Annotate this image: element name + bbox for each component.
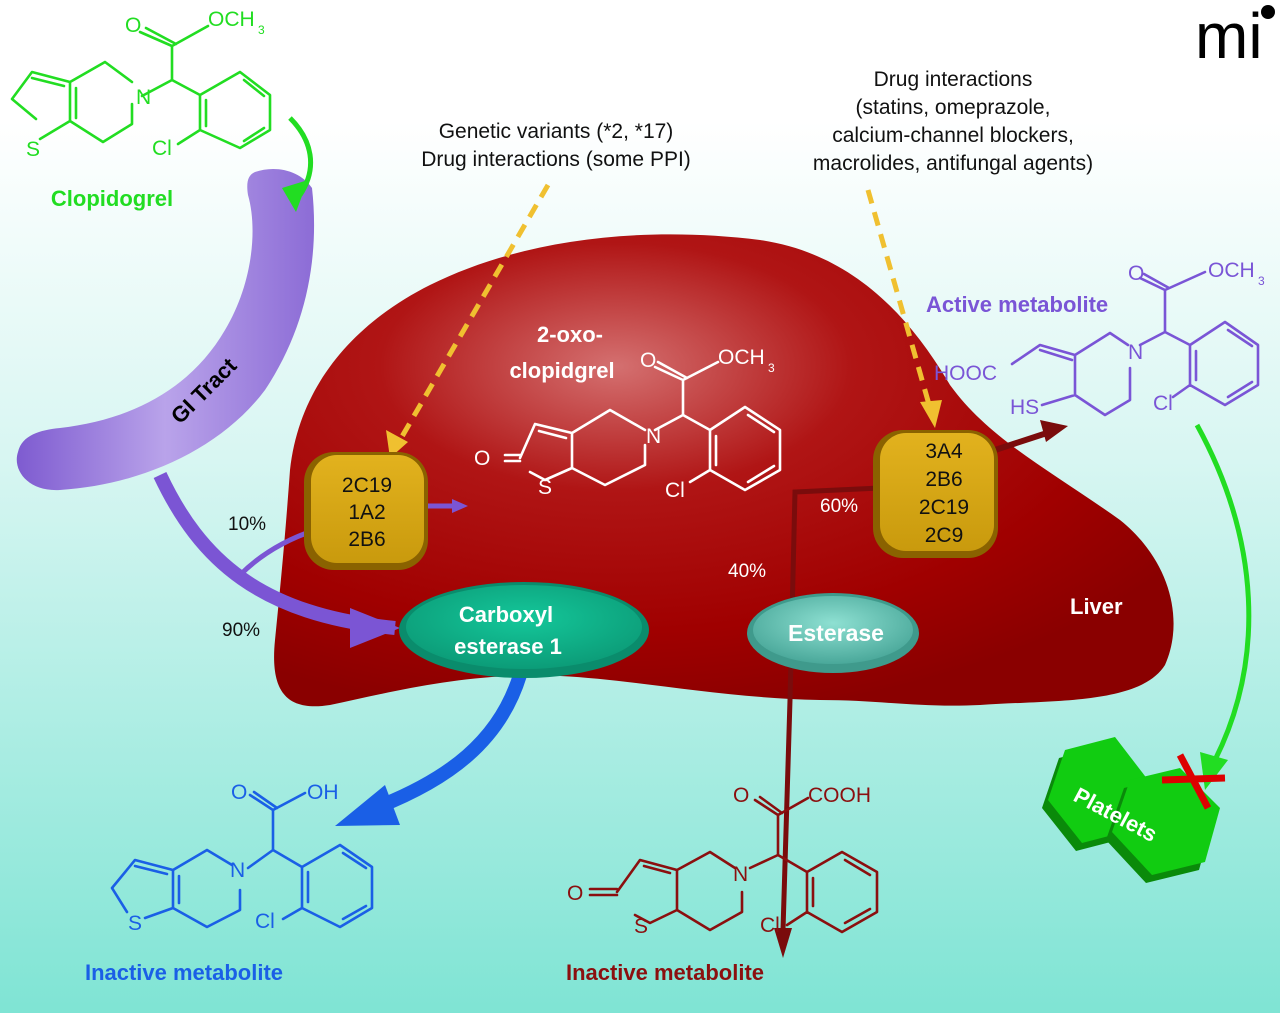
logo-dot-icon — [1261, 5, 1275, 19]
note-line: calcium-channel blockers, — [832, 124, 1074, 147]
liver-label: Liver — [1070, 594, 1123, 619]
active-to-platelets-arrow — [1194, 423, 1252, 762]
atom-label: O — [231, 781, 247, 804]
atom-label: Cl — [152, 137, 172, 160]
atom-label: N — [136, 86, 151, 109]
enzyme-label: 2C9 — [925, 524, 964, 547]
logo-text: mi — [1195, 0, 1263, 72]
atom-label: O — [733, 784, 749, 807]
flow-to-inactive2-arrowhead — [774, 928, 792, 958]
intermediate-label: 2-oxo- — [537, 322, 603, 347]
cyp3a4-modifier-arrow — [865, 189, 933, 409]
clopidogrel-structure: N S Cl O OCH 3 — [10, 8, 272, 161]
intermediate-structure: N O S Cl O OCH 3 — [474, 346, 782, 502]
ces1-label-line: Carboxyl — [459, 602, 553, 627]
atom-label: HOOC — [934, 362, 997, 385]
esterase-label: Esterase — [788, 620, 884, 646]
flow-ces1-to-inactive1 — [367, 672, 527, 817]
atom-label: COOH — [808, 784, 871, 807]
flow-to-ces1-arrowhead — [350, 608, 400, 648]
atom-label: N — [733, 863, 748, 886]
atom-label: S — [128, 912, 142, 935]
atom-label: O — [125, 14, 141, 37]
cyp3a4-modifier-arrowhead — [920, 400, 942, 428]
atom-label: N — [1128, 341, 1143, 364]
logo: mi — [1195, 0, 1275, 72]
flow-to-active — [994, 429, 1051, 453]
enzyme-label: 2B6 — [925, 468, 962, 491]
note-line: Genetic variants (*2, *17) — [439, 120, 674, 143]
atom-label: O — [474, 447, 490, 470]
pct-to-esterase: 40% — [728, 561, 766, 582]
active-metabolite-label: Active metabolite — [926, 292, 1108, 317]
atom-label: Cl — [665, 479, 685, 502]
atom-label: OCH — [1208, 259, 1255, 282]
atom-label: S — [538, 476, 552, 499]
enzyme-label: 1A2 — [348, 501, 385, 524]
active-to-platelets-arrowhead — [1200, 752, 1228, 790]
cyp3a4-note: Drug interactions (statins, omeprazole, … — [813, 68, 1093, 175]
carboxyl-esterase-1: Carboxyl esterase 1 — [399, 582, 649, 678]
flow-ces1-to-inactive1-arrowhead — [335, 785, 400, 826]
atom-label: Cl — [255, 910, 275, 933]
intermediate-label: clopidgrel — [509, 358, 614, 383]
gi-tract — [16, 168, 315, 491]
note-line: (statins, omeprazole, — [856, 96, 1051, 119]
enzyme-label: 3A4 — [925, 440, 963, 463]
flow-to-esterase — [780, 485, 881, 931]
enzyme-label: 2C19 — [342, 474, 392, 497]
inactive-metabolite-1-label: Inactive metabolite — [85, 960, 283, 985]
active-metabolite-structure: N HOOC HS Cl O OCH 3 — [934, 259, 1265, 419]
atom-label: S — [634, 915, 648, 938]
atom-label: S — [26, 138, 40, 161]
atom-subscript: 3 — [768, 361, 775, 375]
pct-to-active: 60% — [820, 496, 858, 517]
pct-to-cyp: 10% — [228, 514, 266, 535]
pct-to-ces1: 90% — [222, 620, 260, 641]
atom-label: O — [640, 349, 656, 372]
inactive-metabolite-1-structure: N S Cl O OH — [110, 781, 374, 935]
esterase: Esterase — [747, 593, 919, 673]
atom-subscript: 3 — [258, 23, 265, 37]
enzyme-box-cyp-step1: 2C19 1A2 2B6 — [304, 452, 428, 570]
enzyme-box-cyp-step2: 3A4 2B6 2C19 2C9 — [873, 430, 998, 558]
atom-label: N — [230, 859, 245, 882]
platelets: Platelets — [1042, 737, 1226, 883]
atom-label: O — [1128, 262, 1144, 285]
atom-label: HS — [1010, 396, 1039, 419]
cyp2c19-modifier-arrow — [397, 183, 551, 442]
inactive-metabolite-2-label: Inactive metabolite — [566, 960, 764, 985]
enzyme-label: 2C19 — [919, 496, 969, 519]
atom-label: OCH — [208, 8, 255, 31]
inhibition-x-icon — [1161, 753, 1226, 810]
absorption-arrowhead — [282, 180, 308, 212]
atom-label: OCH — [718, 346, 765, 369]
note-line: macrolides, antifungal agents) — [813, 152, 1093, 175]
atom-subscript: 3 — [1258, 274, 1265, 288]
ces1-label-line: esterase 1 — [454, 634, 562, 659]
enzyme-label: 2B6 — [348, 528, 385, 551]
flow-to-active-arrowhead — [1040, 420, 1068, 442]
atom-label: OH — [307, 781, 339, 804]
cyp2c19-note: Genetic variants (*2, *17) Drug interact… — [421, 120, 691, 171]
atom-label: Cl — [1153, 392, 1173, 415]
atom-label: N — [646, 425, 661, 448]
note-line: Drug interactions (some PPI) — [421, 148, 691, 171]
atom-label: Cl — [760, 914, 780, 937]
flow-to-ces1 — [153, 472, 396, 635]
inactive-metabolite-2-structure: N O S Cl O COOH — [567, 784, 879, 938]
cyp2c19-modifier-arrowhead — [386, 430, 408, 458]
flow-cyp-to-intermediate-arrowhead — [452, 499, 468, 513]
atom-label: O — [567, 882, 583, 905]
note-line: Drug interactions — [874, 68, 1033, 91]
clopidogrel-label: Clopidogrel — [51, 186, 173, 211]
